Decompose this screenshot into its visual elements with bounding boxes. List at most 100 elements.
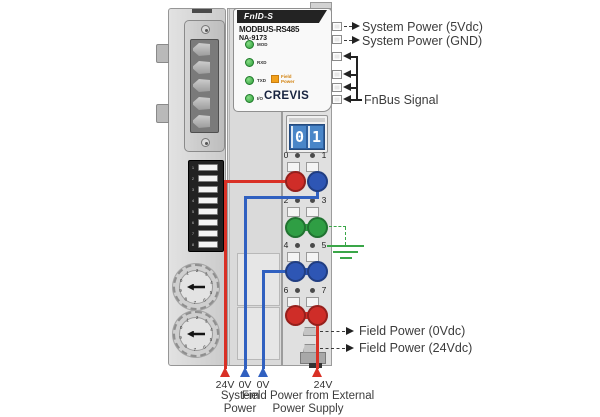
rotary-digit: 2 [195,315,199,321]
display-digit: 1 [308,126,323,148]
terminal-number: 1 [321,150,327,160]
rotary-arrow-pointer [187,330,205,338]
rotary-switch-upper: 0 1 2 3 4 5 6 7 8 9 [173,264,219,310]
rxd-led [245,58,254,67]
wire-0v-field-horizontal [262,270,297,273]
rotary-arrow-pointer [187,283,205,291]
wire-0v-field-vertical [262,270,265,369]
mod-led [245,40,254,49]
field-power-led [271,75,279,83]
connector-screw-top [201,25,210,34]
dip-slider [198,219,218,226]
wire-0v-system-horizontal [244,196,319,199]
ground-dash-horizontal [329,226,346,227]
field-power-clamp-0v [303,327,317,336]
fnbus-line [350,74,357,76]
system-power-5v-label: System Power (5Vdc) [362,20,483,34]
bus-contact-tab [332,35,342,44]
field-power-24v-label: Field Power (24Vdc) [359,341,473,355]
rotary-digit: 5 [209,336,213,342]
fnbus-line [350,87,357,89]
bus-contact-tab [332,22,342,31]
arrow-up-24v-system [220,367,230,377]
rotary-digit: 2 [195,268,199,274]
terminal-number: 7 [321,285,327,295]
arrow-up-24v-field [312,367,322,377]
arrow-right-icon [346,327,354,335]
arrow-left-icon [343,52,351,60]
terminal-screw-dot [295,198,300,203]
terminal-number: 3 [321,195,327,205]
fnbus-bracket [356,56,358,100]
terminal-number: 4 [283,240,289,250]
dip-number: 3 [191,187,195,192]
connector-clip-bottom [156,104,169,123]
top-vent-slot [192,9,212,13]
dip-number: 1 [191,165,195,170]
fnbus-line [350,99,357,101]
terminal-1-blue [307,171,328,192]
model-label: NA-9173 [239,35,268,42]
dip-number: 4 [191,198,195,203]
rotary-digit: 6 [203,344,206,350]
terminal-2-green [285,217,306,238]
terminal-number: 5 [321,240,327,250]
rotary-digit: 3 [205,271,208,277]
terminal-screw-dot [310,153,315,158]
module-foot-latch [309,363,322,368]
arrow-up-0v-field [258,367,268,377]
dip-slider [198,164,218,171]
fnbus-signal-label: FnBus Signal [364,93,439,107]
rotary-digit: 6 [203,297,206,303]
bus-contact-tab [332,83,342,92]
rotary-digit: 7 [193,346,197,352]
fnbus-stub [356,99,362,101]
dip-number: 7 [191,231,195,236]
terminal-screw-dot [310,288,315,293]
dip-number: 5 [191,209,195,214]
dip-slider [198,208,218,215]
rotary-digit: 9 [179,334,182,340]
annotation-dash [320,331,345,332]
ground-symbol-bar [340,257,352,259]
arrow-left-icon [343,95,351,103]
protocol-label: MODBUS-RS485 [239,25,300,34]
dip-slider [198,186,218,193]
connector-contact [193,79,210,92]
terminal-number: 0 [283,150,289,160]
rotary-digit: 3 [205,318,208,324]
ground-symbol-bar [333,251,358,253]
arrow-right-icon [352,36,360,44]
terminal-3-green [307,217,328,238]
terminal-screw-dot [295,153,300,158]
dip-slider [198,230,218,237]
ground-symbol-bar [327,245,364,247]
rxd-led-label: RXD [257,60,267,65]
pin-label-24v: 24V [215,379,235,391]
pin-label-0v: 0V [238,379,252,391]
rotary-digit: 5 [209,289,213,295]
wire-24v-system-vertical [224,180,227,369]
terminal-5-blue [307,261,328,282]
terminal-4-blue [285,261,306,282]
brand-logo: CREVIS [264,90,310,102]
rotary-digit: 4 [210,280,213,286]
terminal-screw-dot [310,198,315,203]
connector-clip-top [156,44,169,63]
ground-dash-vertical [345,227,346,245]
rotary-digit: 9 [179,287,182,293]
connector-contact [193,43,210,56]
annotation-dash [344,40,352,41]
field-power-led-label: Field Power [281,74,295,84]
terminal-7-red [307,305,328,326]
wire-0v-system-vertical [244,196,247,369]
io-led-label: I/O [257,96,264,101]
dip-slider [198,197,218,204]
rotary-digit: 0 [179,278,183,284]
bus-contact-tab [332,95,342,104]
txd-led-label: TXD [257,78,266,83]
wire-entry-slot [287,207,300,217]
dip-slider [198,175,218,182]
io-led [245,94,254,103]
